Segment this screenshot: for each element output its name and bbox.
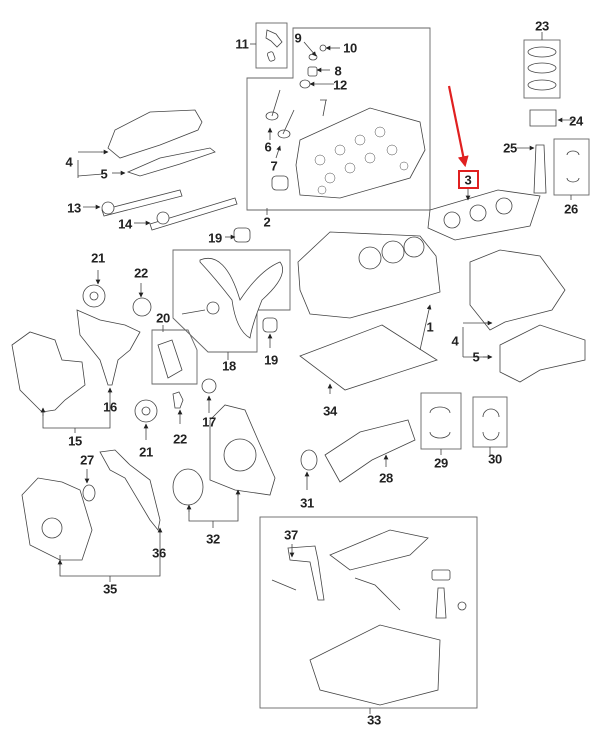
callout-29[interactable]: 29 xyxy=(434,455,448,471)
rear-seal-part xyxy=(300,449,318,471)
highlight-arrow xyxy=(447,85,469,168)
callout-10[interactable]: 10 xyxy=(343,40,357,56)
callout-24[interactable]: 24 xyxy=(569,113,583,129)
rocker-arm-part xyxy=(265,29,283,48)
tensioner-part-22-lower xyxy=(172,391,184,409)
timing-belt-part xyxy=(199,258,284,339)
group-box-2 xyxy=(246,27,431,211)
callout-33[interactable]: 33 xyxy=(367,712,381,728)
baffle-part xyxy=(329,529,429,571)
front-cover-gasket-part xyxy=(76,309,141,386)
crankshaft-part xyxy=(324,419,416,483)
callout-4-left[interactable]: 4 xyxy=(65,154,73,170)
callout-26[interactable]: 26 xyxy=(564,201,578,217)
group-box-29 xyxy=(420,392,462,450)
callout-19-top[interactable]: 19 xyxy=(208,230,222,246)
callout-32[interactable]: 32 xyxy=(206,531,220,547)
callout-1[interactable]: 1 xyxy=(426,319,434,335)
callout-4-right[interactable]: 4 xyxy=(451,333,459,349)
callout-30[interactable]: 30 xyxy=(488,451,502,467)
callout-13[interactable]: 13 xyxy=(67,200,81,216)
oil-pump-gasket-part xyxy=(99,449,161,531)
gasket-part-33 xyxy=(431,569,451,581)
callout-22-top[interactable]: 22 xyxy=(134,265,148,281)
valve-cover-left-part xyxy=(107,109,203,159)
valve-cover-gasket-right-part xyxy=(499,324,586,383)
valve-part-2 xyxy=(277,109,295,139)
callout-16[interactable]: 16 xyxy=(103,399,117,415)
oil-pan-gasket-part xyxy=(299,324,438,391)
callout-28[interactable]: 28 xyxy=(379,470,393,486)
camshaft-part-13 xyxy=(101,189,183,217)
oil-pan-part xyxy=(309,624,441,706)
callout-11[interactable]: 11 xyxy=(235,36,249,52)
callout-22-lower[interactable]: 22 xyxy=(173,431,187,447)
part-sketches xyxy=(11,29,586,706)
valve-spring-part xyxy=(307,66,318,77)
pulley-part-22-top xyxy=(132,297,152,317)
group-box-33 xyxy=(259,516,478,709)
bolt-part-33 xyxy=(271,579,297,591)
valve-cap-part xyxy=(308,53,318,61)
callout-37[interactable]: 37 xyxy=(284,527,298,543)
callout-31[interactable]: 31 xyxy=(300,495,314,511)
callout-2[interactable]: 2 xyxy=(263,214,271,230)
callout-36[interactable]: 36 xyxy=(152,545,166,561)
dipstick-tube-part xyxy=(435,587,447,619)
rear-main-seal-part xyxy=(172,468,204,506)
seal-part-19-lower xyxy=(262,317,278,333)
sensor-part xyxy=(354,577,401,611)
callout-20[interactable]: 20 xyxy=(156,310,170,326)
idler-part-17 xyxy=(201,378,217,394)
highlight-box xyxy=(458,170,479,189)
callout-5-right[interactable]: 5 xyxy=(472,349,480,365)
callout-25[interactable]: 25 xyxy=(503,140,517,156)
valve-cover-gasket-left-part xyxy=(126,147,216,177)
timing-chain-part xyxy=(157,339,183,379)
callout-9[interactable]: 9 xyxy=(294,30,302,46)
valve-part xyxy=(265,89,281,121)
crank-seal-part-27 xyxy=(82,484,96,502)
engine-block-part xyxy=(297,231,441,319)
callout-17[interactable]: 17 xyxy=(202,414,216,430)
connecting-rod-part xyxy=(533,144,547,194)
callout-18[interactable]: 18 xyxy=(222,358,236,374)
callout-19-lower[interactable]: 19 xyxy=(264,352,278,368)
valve-keeper-part xyxy=(319,44,327,52)
callout-21-lower[interactable]: 21 xyxy=(139,444,153,460)
callout-3-highlighted[interactable]: 3 xyxy=(464,172,472,188)
lifter-part xyxy=(266,51,276,62)
cylinder-head-part xyxy=(295,107,426,199)
front-cover-part xyxy=(11,331,86,413)
group-box-11 xyxy=(255,22,288,69)
tappet-part xyxy=(271,175,289,191)
callout-15[interactable]: 15 xyxy=(68,433,82,449)
callout-35[interactable]: 35 xyxy=(103,581,117,597)
callout-21-top[interactable]: 21 xyxy=(91,250,105,266)
callout-12[interactable]: 12 xyxy=(333,77,347,93)
callout-5-left[interactable]: 5 xyxy=(100,166,108,182)
callout-14[interactable]: 14 xyxy=(118,216,132,232)
group-box-26 xyxy=(553,138,590,196)
cylinder-head-right-part xyxy=(469,249,566,331)
callout-27[interactable]: 27 xyxy=(80,452,94,468)
callout-34[interactable]: 34 xyxy=(323,403,337,419)
callout-8[interactable]: 8 xyxy=(334,63,342,79)
group-box-20 xyxy=(151,329,198,385)
callout-6[interactable]: 6 xyxy=(264,139,272,155)
piston-part xyxy=(529,109,557,127)
callout-23[interactable]: 23 xyxy=(535,18,549,34)
bolt-part xyxy=(320,99,327,117)
valve-seal-part xyxy=(299,79,311,89)
seal-part-19-top xyxy=(233,227,251,243)
oil-pickup-part xyxy=(287,545,325,601)
callout-7[interactable]: 7 xyxy=(270,158,278,174)
group-box-18 xyxy=(172,249,291,353)
camshaft-part-14 xyxy=(149,197,238,231)
